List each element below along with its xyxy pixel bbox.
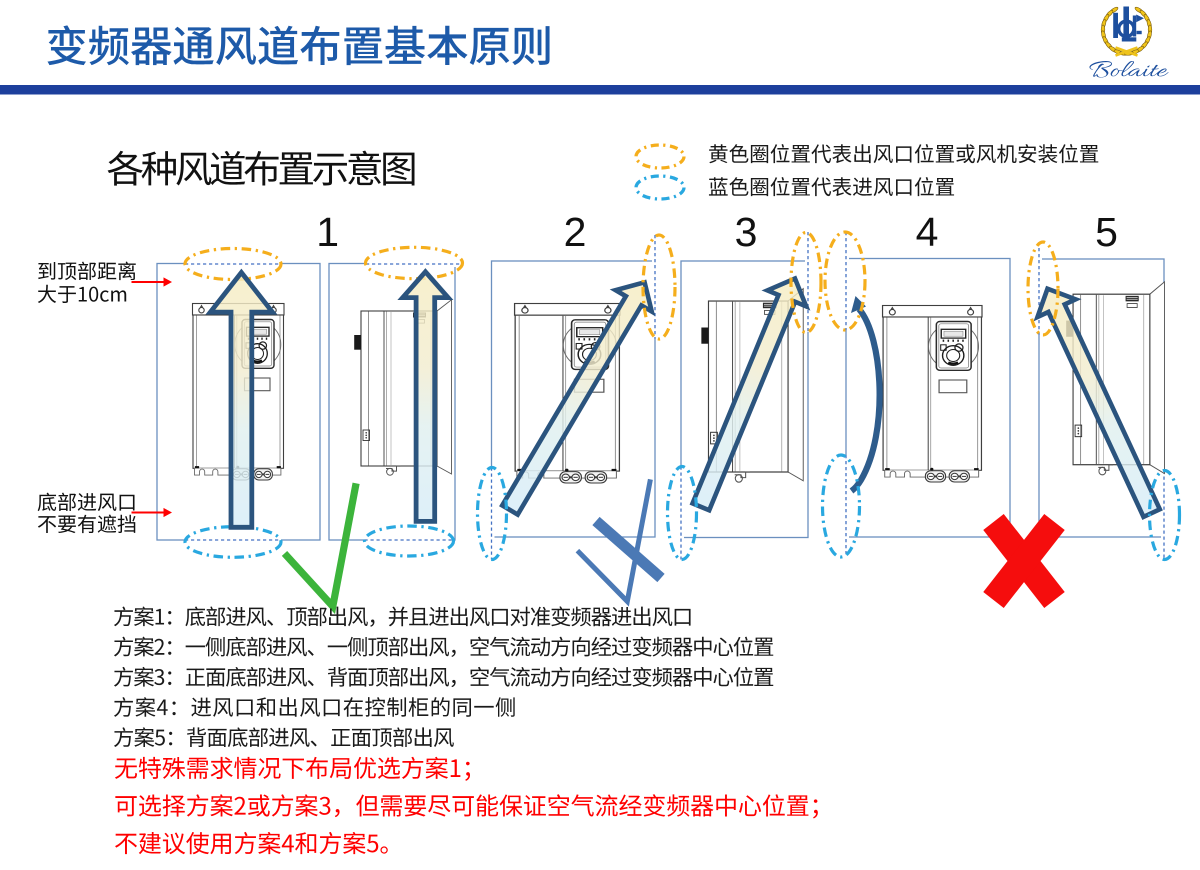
svg-text:5: 5: [1095, 209, 1118, 255]
svg-text:4: 4: [916, 209, 939, 255]
svg-text:1: 1: [316, 209, 339, 255]
svg-text:3: 3: [735, 209, 758, 255]
svg-text:2: 2: [564, 209, 587, 255]
